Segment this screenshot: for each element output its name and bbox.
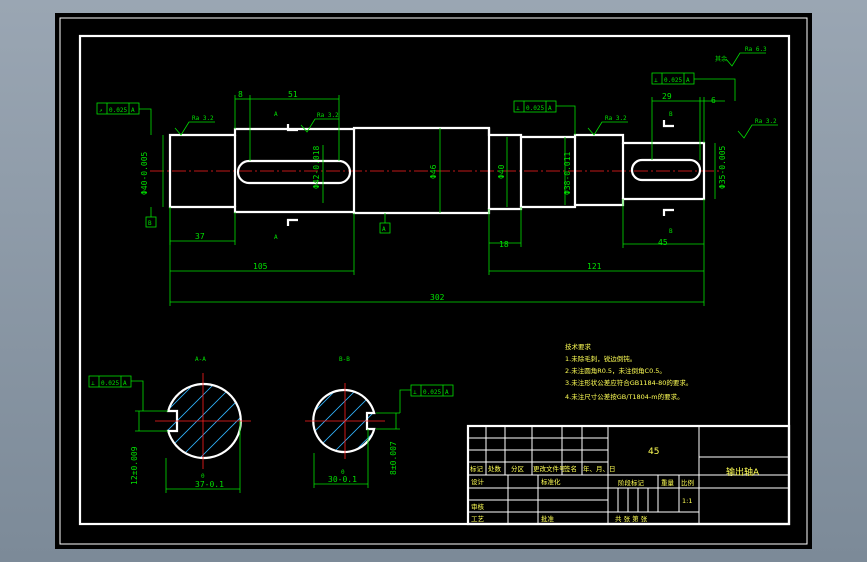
ra-3: Ra 3.2 — [605, 115, 627, 122]
svg-text:A: A — [445, 389, 449, 396]
dim-51: 51 — [288, 90, 298, 99]
svg-text:⊥: ⊥ — [91, 380, 95, 387]
technical-notes: 技术要求 1.未除毛刺，锐边倒钝。 2.未注圆角R0.5，未注倒角C0.5。 3… — [565, 342, 692, 401]
dim-8: 8 — [238, 90, 243, 99]
section-bb-label: B-B — [339, 356, 350, 363]
dim-105: 105 — [253, 262, 268, 271]
datum-b-main: B — [145, 207, 157, 228]
material: 45 — [648, 447, 659, 457]
svg-text:签名: 签名 — [564, 464, 577, 473]
dim-37: 37 — [195, 232, 205, 241]
svg-text:批准: 批准 — [541, 514, 555, 523]
dim-phi40b: Φ40 — [497, 164, 506, 179]
svg-text:年、月、日: 年、月、日 — [583, 464, 616, 473]
dim-phi40a: Φ40-0.005 — [140, 151, 149, 195]
svg-text:阶段标记: 阶段标记 — [618, 478, 645, 487]
svg-text:重量: 重量 — [661, 479, 675, 487]
svg-text:更改文件号: 更改文件号 — [533, 464, 566, 473]
cut-a-bottom: A — [274, 234, 278, 241]
note-4: 4.未注尺寸公差按GB/T1804-m的要求。 — [565, 392, 684, 401]
title-block: 45 输出轴A 标记 处数 分区 更改文件号 签名 年、月、日 设计 标准化 审… — [466, 424, 791, 526]
tol-frame-3: ⊥ 0.025 A — [651, 72, 736, 101]
keyway-a — [236, 159, 352, 185]
svg-text:标准化: 标准化 — [541, 477, 561, 486]
outer-frame — [59, 17, 808, 545]
dim-s37-tol: 0 — [201, 473, 205, 480]
svg-text:B: B — [148, 220, 152, 227]
dim-29: 29 — [662, 92, 672, 101]
cut-markers — [286, 120, 674, 226]
dim-phi46: Φ46 — [429, 164, 438, 179]
svg-text:A: A — [123, 380, 127, 387]
svg-text:0.025: 0.025 — [423, 389, 441, 396]
svg-text:A: A — [131, 107, 135, 114]
note-1: 1.未除毛刺，锐边倒钝。 — [565, 354, 636, 363]
dim-s12: 12±0.009 — [130, 446, 139, 485]
svg-text:标记: 标记 — [470, 464, 484, 473]
note-3: 3.未注形状公差应符合GB1184-80的要求。 — [565, 378, 692, 387]
dim-phi38: Φ38-0.011 — [563, 151, 572, 195]
svg-text:设计: 设计 — [471, 477, 485, 486]
svg-text:处数: 处数 — [488, 464, 502, 473]
svg-text:0.025: 0.025 — [101, 380, 119, 387]
roughness-symbols — [174, 52, 778, 139]
svg-text:工艺: 工艺 — [471, 515, 485, 523]
ra-2: Ra 3.2 — [317, 112, 339, 119]
cut-b-top: B — [669, 111, 673, 118]
svg-text:A: A — [686, 77, 690, 84]
drawing-canvas: 37 105 302 18 121 45 8 51 29 6 Φ40-0.005… — [59, 17, 808, 545]
ra-rest: Ra 6.3 — [745, 46, 767, 53]
tol-frame-1: ↗ 0.025 A — [96, 102, 152, 135]
dim-302: 302 — [430, 293, 445, 302]
dim-phi35: Φ35-0.005 — [718, 145, 727, 189]
shaft-view: 37 105 302 18 121 45 8 51 29 6 Φ40-0.005… — [96, 46, 778, 306]
svg-text:↗: ↗ — [99, 107, 103, 114]
dim-phi42: Φ42-0.018 — [312, 145, 321, 189]
svg-text:审核: 审核 — [471, 502, 485, 511]
section-aa: A-A 37-0.1 0 12±0.009 ⊥ 0.025 A — [88, 356, 251, 493]
svg-text:共 张 第 张: 共 张 第 张 — [615, 514, 648, 523]
svg-text:A: A — [382, 226, 386, 233]
dim-45: 45 — [658, 238, 668, 247]
svg-text:⊥: ⊥ — [413, 389, 417, 396]
part-name: 输出轴A — [726, 466, 760, 478]
ra-rest-label: 其余 — [715, 55, 727, 63]
section-aa-label: A-A — [195, 356, 206, 363]
dim-s30: 30-0.1 — [328, 475, 357, 484]
dim-121: 121 — [587, 262, 602, 271]
svg-text:⊥: ⊥ — [516, 105, 520, 112]
dim-6: 6 — [711, 96, 716, 105]
dim-18: 18 — [499, 240, 509, 249]
dim-s30-tol: 0 — [341, 469, 345, 476]
dim-s37: 37-0.1 — [195, 480, 224, 489]
svg-text:⊥: ⊥ — [654, 77, 658, 84]
dim-s8: 8±0.007 — [389, 441, 398, 475]
keyway-b — [630, 158, 702, 182]
ra-1: Ra 3.2 — [192, 115, 214, 122]
svg-text:1:1: 1:1 — [682, 497, 692, 505]
notes-title: 技术要求 — [565, 342, 592, 351]
cut-b-bottom: B — [669, 228, 673, 235]
inner-frame — [78, 34, 791, 526]
section-bb: B-B 30-0.1 0 8±0.007 ⊥ 0.025 A — [305, 356, 454, 488]
tol-frame-4: ⊥ 0.025 A — [88, 375, 144, 411]
svg-text:A: A — [548, 105, 552, 112]
svg-text:分区: 分区 — [511, 464, 525, 473]
svg-text:0.025: 0.025 — [109, 107, 127, 114]
svg-text:0.025: 0.025 — [526, 105, 544, 112]
cut-a-top: A — [274, 111, 278, 118]
svg-text:0.025: 0.025 — [664, 77, 682, 84]
tol-frame-5: ⊥ 0.025 A — [399, 384, 454, 413]
note-2: 2.未注圆角R0.5，未注倒角C0.5。 — [565, 366, 666, 375]
datum-a-main: A — [379, 213, 391, 234]
tol-frame-2: ⊥ 0.025 A — [513, 100, 576, 135]
svg-text:比例: 比例 — [681, 478, 694, 487]
ra-4: Ra 3.2 — [755, 118, 777, 125]
cad-viewport[interactable]: 37 105 302 18 121 45 8 51 29 6 Φ40-0.005… — [55, 13, 812, 549]
